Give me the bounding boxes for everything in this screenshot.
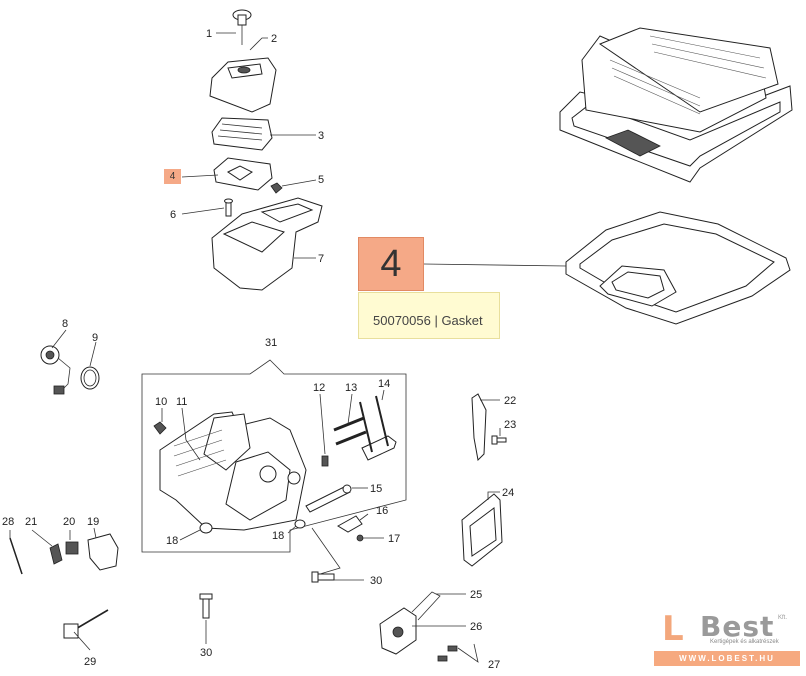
label-21: 21 [25,516,37,528]
part-knob-screw[interactable] [232,9,252,45]
part-screw-30a[interactable] [199,593,213,619]
part-crankcase[interactable] [159,411,307,531]
logo-brand-name: Best [700,610,775,643]
label-22: 22 [504,395,516,407]
lobest-logo: L Best Kft. Kertigépek és alkatrészek WW… [654,605,800,669]
part-bush-18a[interactable] [199,522,213,534]
part-air-filter[interactable] [211,117,273,151]
part-top-cover[interactable] [211,197,323,291]
part-clip-28[interactable] [9,537,23,575]
part-nut-10[interactable] [153,421,167,435]
part-rod-29[interactable] [63,609,109,639]
label-8: 8 [62,318,68,330]
part-oil-pump-25-26[interactable] [379,591,441,655]
leader-lines [9,32,501,663]
label-30b: 30 [370,575,382,587]
label-5: 5 [318,174,324,186]
label-12: 12 [313,382,325,394]
label-1: 1 [206,28,212,40]
label-25: 25 [470,589,482,601]
part-bracket-14[interactable] [359,395,397,461]
part-bush-18b[interactable] [294,519,306,529]
part-screw[interactable] [224,198,233,217]
part-guide-22[interactable] [471,393,487,462]
part-pins-13[interactable] [333,416,367,446]
part-plate-16[interactable] [337,515,363,533]
part-screw-30b[interactable] [311,571,335,583]
part-gasket-small[interactable] [213,157,273,191]
logo-url: WWW.LOBEST.HU [654,651,800,666]
part-o-ring[interactable] [80,366,100,390]
label-13: 13 [345,382,357,394]
label-29: 29 [84,656,96,668]
label-9: 9 [92,332,98,344]
label-14: 14 [378,378,390,390]
part-gasket-zoom [423,211,791,325]
label-19: 19 [87,516,99,528]
label-17: 17 [388,533,400,545]
label-26: 26 [470,621,482,633]
label-27: 27 [488,659,500,671]
part-screws-27[interactable] [437,645,458,662]
part-air-filter-cover[interactable] [209,57,277,113]
logo-suffix: Kft. [778,615,788,621]
part-air-filter-zoom [559,27,793,183]
part-nut[interactable] [270,182,283,194]
label-18b: 18 [272,530,284,542]
label-20: 20 [63,516,75,528]
label-28: 28 [2,516,14,528]
label-7: 7 [318,253,324,265]
label-31: 31 [265,337,277,349]
part-stop-20[interactable] [65,541,79,555]
part-info-card: 50070056 | Gasket [358,292,500,339]
callout-highlight-number[interactable]: 4 [358,237,424,291]
logo-mark: L [662,609,684,649]
part-stud-12[interactable] [321,455,329,467]
group-frame-31 [141,359,407,553]
part-stop-21[interactable] [49,543,63,565]
label-18a: 18 [166,535,178,547]
part-screw-23[interactable] [491,435,507,445]
label-3: 3 [318,130,324,142]
label-10: 10 [155,396,167,408]
label-30a: 30 [200,647,212,659]
part-cover-24[interactable] [461,493,503,567]
highlight-tag-small[interactable]: 4 [164,169,181,184]
label-6: 6 [170,209,176,221]
part-number-labels: 1 2 3 5 6 7 8 9 10 11 12 13 14 15 16 17 … [2,28,516,671]
label-11: 11 [176,396,187,408]
part-switch-cable[interactable] [40,345,71,395]
label-24: 24 [502,487,514,499]
label-16: 16 [376,505,388,517]
label-23: 23 [504,419,516,431]
logo-tagline: Kertigépek és alkatrészek [710,639,779,645]
label-2: 2 [271,33,277,45]
label-15: 15 [370,483,382,495]
part-switch-19[interactable] [87,533,119,571]
part-stud-15[interactable] [305,484,352,513]
